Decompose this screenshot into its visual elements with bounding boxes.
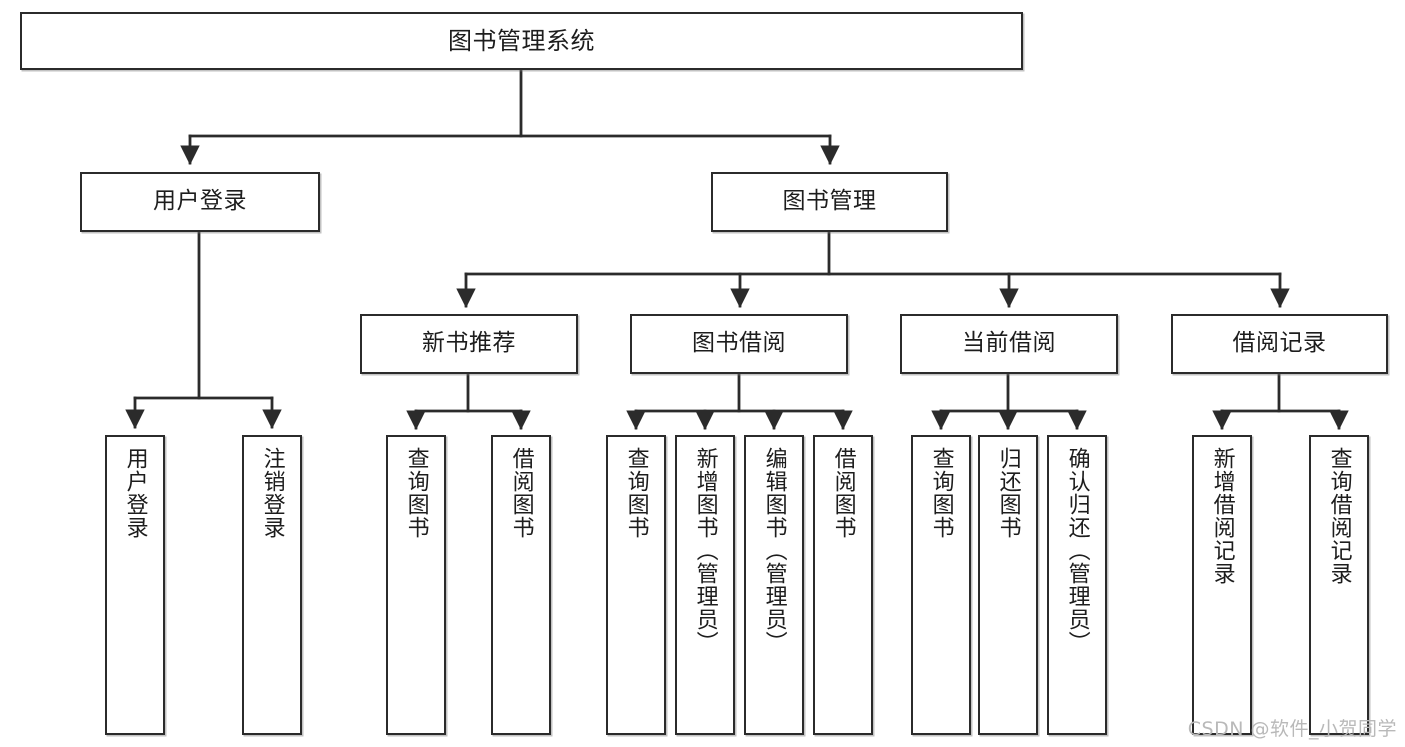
node-label: 查询借阅记录 <box>1326 447 1352 585</box>
node-label: 查询图书 <box>403 447 429 539</box>
node-label: 图书管理 <box>782 188 877 215</box>
node-label: 注销登录 <box>259 447 285 539</box>
node-user-login[interactable]: 用户登录 <box>80 172 320 232</box>
leaf-query-book-current[interactable]: 查询图书 <box>911 435 971 735</box>
node-label: 借阅图书 <box>830 447 856 539</box>
node-root-system[interactable]: 图书管理系统 <box>20 12 1023 70</box>
node-label: 图书借阅 <box>692 330 786 357</box>
leaf-return-book[interactable]: 归还图书 <box>978 435 1038 735</box>
node-book-borrow[interactable]: 图书借阅 <box>630 314 848 374</box>
node-label: 用户登录 <box>153 188 247 215</box>
node-new-book-recommend[interactable]: 新书推荐 <box>360 314 578 374</box>
leaf-edit-book[interactable]: 编辑图书（管理员） <box>744 435 804 735</box>
leaf-query-book-borrow[interactable]: 查询图书 <box>606 435 666 735</box>
leaf-add-borrow-record[interactable]: 新增借阅记录 <box>1192 435 1252 735</box>
leaf-query-borrow-record[interactable]: 查询借阅记录 <box>1309 435 1369 735</box>
leaf-logout-login[interactable]: 注销登录 <box>242 435 302 735</box>
leaf-confirm-return[interactable]: 确认归还（管理员） <box>1047 435 1107 735</box>
leaf-user-login[interactable]: 用户登录 <box>105 435 165 735</box>
watermark: CSDN @软件_小贺同学 <box>1187 718 1397 740</box>
node-label: 新书推荐 <box>422 330 516 357</box>
node-label: 归还图书 <box>995 447 1021 539</box>
node-label: 借阅图书 <box>508 447 534 539</box>
node-label: 当前借阅 <box>962 330 1056 357</box>
leaf-query-book-recommend[interactable]: 查询图书 <box>386 435 446 735</box>
node-borrow-record[interactable]: 借阅记录 <box>1171 314 1388 374</box>
node-label: 借阅记录 <box>1232 330 1327 357</box>
leaf-add-book[interactable]: 新增图书（管理员） <box>675 435 735 735</box>
node-book-management[interactable]: 图书管理 <box>711 172 948 232</box>
node-label: 查询图书 <box>623 447 649 539</box>
node-label: 新增图书（管理员） <box>692 447 718 654</box>
leaf-borrow-book-recommend[interactable]: 借阅图书 <box>491 435 551 735</box>
node-current-borrow[interactable]: 当前借阅 <box>900 314 1118 374</box>
node-label: 确认归还（管理员） <box>1064 447 1090 654</box>
node-label: 用户登录 <box>122 447 148 539</box>
leaf-borrow-book[interactable]: 借阅图书 <box>813 435 873 735</box>
node-label: 图书管理系统 <box>448 26 595 55</box>
node-label: 编辑图书（管理员） <box>761 447 787 654</box>
node-label: 查询图书 <box>928 447 954 539</box>
node-label: 新增借阅记录 <box>1209 447 1235 585</box>
